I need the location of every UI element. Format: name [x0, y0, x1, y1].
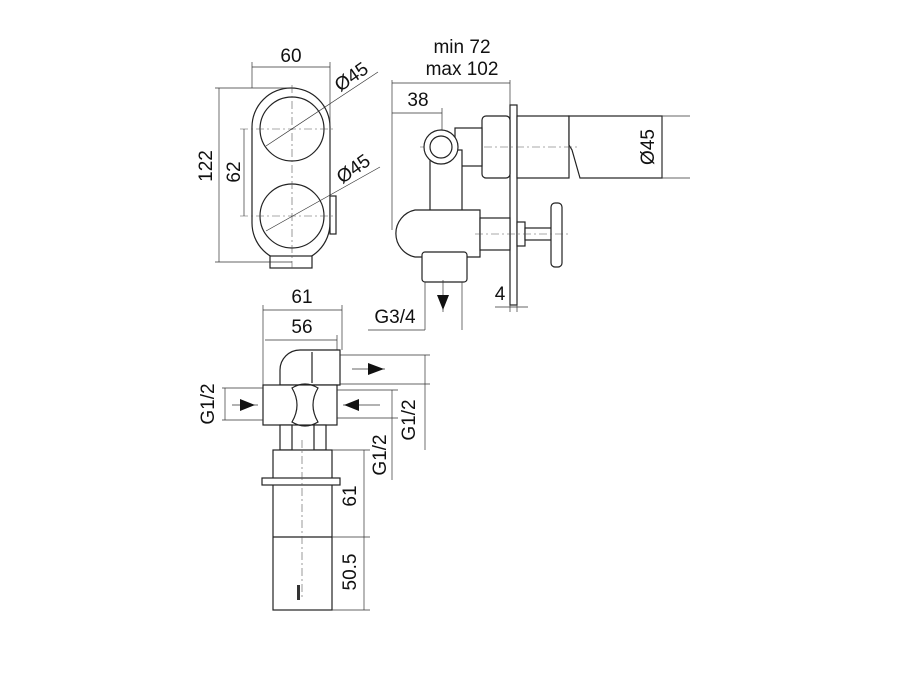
outlet-arrow-icon — [437, 295, 449, 310]
height-dimension: 122 — [196, 150, 217, 182]
valve-body — [395, 209, 481, 258]
lower-cylinder-dimension: 50.5 — [340, 554, 361, 591]
max-depth-dimension: max 102 — [426, 59, 499, 80]
right-outlet-arrow-icon — [368, 363, 384, 375]
cylinder-flange — [261, 477, 341, 486]
wall-plate — [509, 104, 518, 306]
width-dimension: 60 — [280, 46, 301, 67]
outlet-elbow — [279, 349, 341, 386]
left-inlet-arrow-icon — [240, 399, 255, 411]
handle-diameter-dimension: Ø45 — [638, 129, 659, 165]
indicator-mark — [297, 585, 300, 600]
mixer-body — [262, 384, 338, 426]
outer-width-dimension: 61 — [291, 287, 312, 308]
upper-diameter-dimension: Ø45 — [331, 59, 372, 97]
right-inlet-arrow-icon — [344, 399, 359, 411]
axis-offset-dimension: 38 — [407, 90, 428, 111]
pipe-ring-inner — [429, 135, 453, 159]
front-view: 60 122 62 Ø45 Ø45 — [196, 46, 381, 269]
right-outlet-thread-label: G1/2 — [399, 399, 420, 440]
min-depth-dimension: min 72 — [433, 37, 490, 58]
outlet-thread-label: G3/4 — [374, 307, 416, 328]
cartridge-cylinder — [272, 449, 333, 611]
shutoff-handle — [550, 202, 563, 268]
front-side-tab — [329, 195, 337, 235]
right-inlet-thread-label: G1/2 — [370, 434, 391, 475]
lower-diameter-dimension: Ø45 — [333, 151, 374, 189]
left-inlet-thread-label: G1/2 — [198, 383, 219, 424]
upper-cylinder-dimension: 61 — [340, 485, 361, 506]
side-view: min 72 max 102 38 Ø45 — [368, 37, 690, 331]
top-view: 61 56 G1/2 G1/2 — [198, 287, 430, 611]
center-distance-dimension: 62 — [224, 161, 245, 182]
outlet-nozzle — [421, 251, 468, 283]
hourglass-cartridge — [291, 383, 319, 427]
inner-width-dimension: 56 — [291, 317, 312, 338]
pipe-ring-outer — [423, 129, 459, 165]
plate-thickness-dimension: 4 — [495, 284, 506, 305]
